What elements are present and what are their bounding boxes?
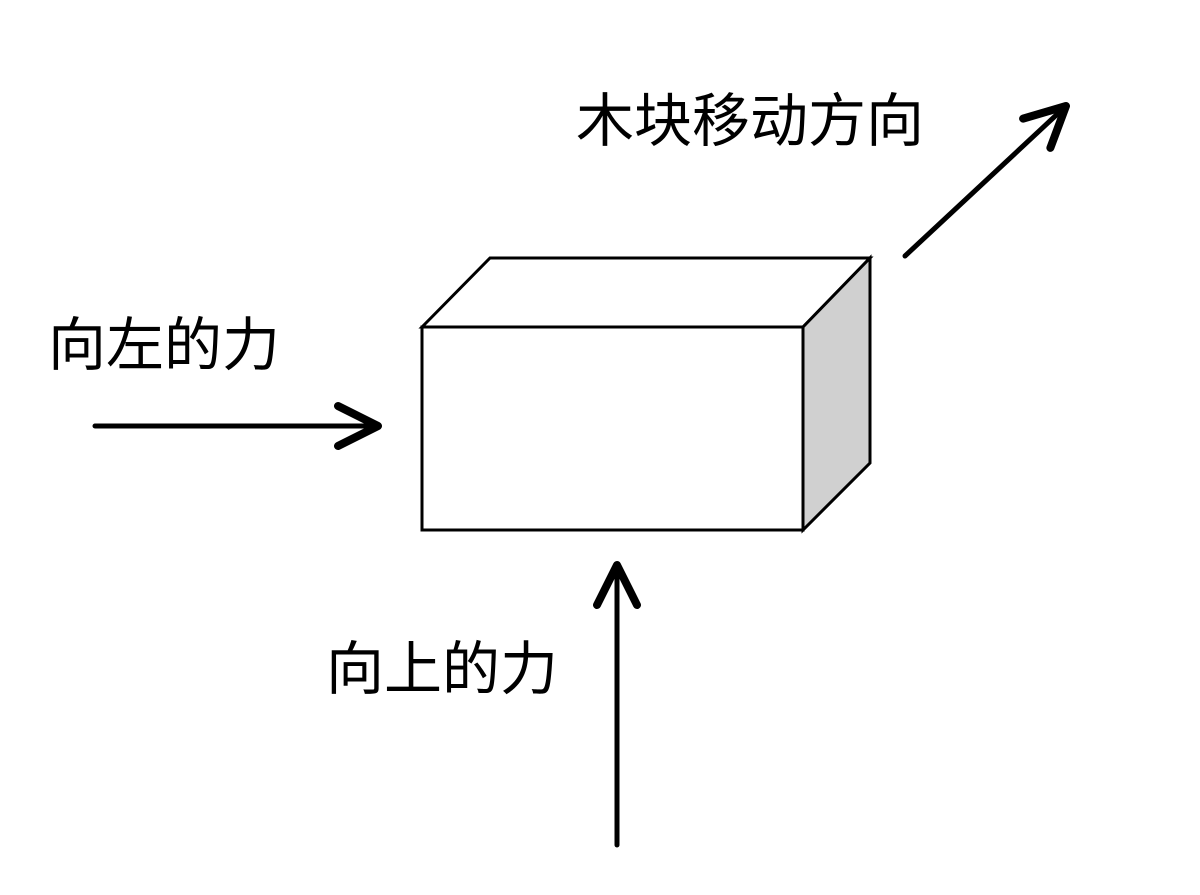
- motion-direction-arrow: [902, 102, 1070, 259]
- block-front-face: [420, 325, 805, 532]
- upward-force-label: 向上的力: [326, 635, 559, 703]
- block-top-face: [418, 256, 874, 329]
- wooden-block: [418, 254, 874, 534]
- leftward-force-label: 向左的力: [48, 311, 281, 379]
- motion-direction-label: 木块移动方向: [576, 87, 925, 155]
